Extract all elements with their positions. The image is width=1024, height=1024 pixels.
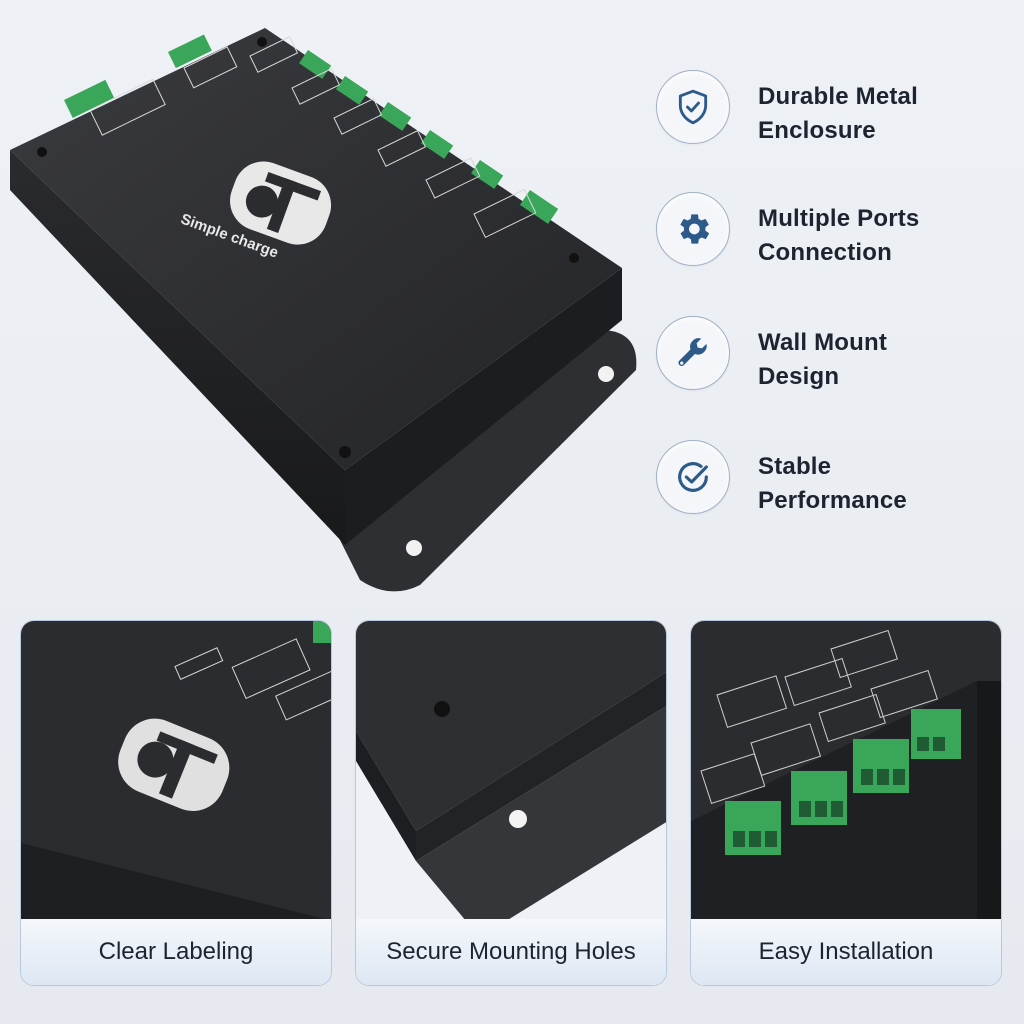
- mounting-hole: [406, 540, 422, 556]
- panel-caption: Easy Installation: [691, 919, 1001, 985]
- enclosure-illustration: Simple charge: [10, 28, 637, 592]
- feature-title-line: Connection: [758, 239, 892, 266]
- mounting-flange: [330, 330, 637, 592]
- feature-title-line: Design: [758, 363, 840, 390]
- brand-logo: [118, 718, 230, 812]
- check-circle-icon: [656, 440, 730, 514]
- shield-check-icon: [656, 70, 730, 144]
- panel-caption: Secure Mounting Holes: [356, 919, 666, 985]
- feature-title-line: Performance: [758, 487, 907, 514]
- printed-port-labels: [89, 36, 537, 239]
- wrench-icon: [656, 316, 730, 390]
- feature-title-line: Enclosure: [758, 117, 876, 144]
- feature-title-line: Wall Mount: [758, 329, 888, 356]
- green-terminal-blocks: [725, 709, 961, 855]
- feature-title-line: Durable Metal: [758, 83, 918, 110]
- closeup-labeling-image: [21, 621, 331, 921]
- panel-easy-installation: Easy Installation: [690, 620, 1002, 986]
- gear-icon: [656, 192, 730, 266]
- mounting-hole: [598, 366, 614, 382]
- green-terminal-blocks: [64, 34, 559, 224]
- enclosure-right-side: [345, 268, 622, 545]
- feature-title-line: Stable: [758, 453, 832, 480]
- panel-caption: Clear Labeling: [21, 919, 331, 985]
- hero-product-image: Simple charge: [0, 0, 650, 600]
- enclosure-front-side: [10, 150, 345, 545]
- panel-clear-labeling: Clear Labeling: [20, 620, 332, 986]
- enclosure-top-face: [10, 28, 622, 470]
- closeup-terminals-image: [691, 621, 1001, 921]
- panel-secure-mounting-holes: Secure Mounting Holes: [355, 620, 667, 986]
- feature-title-line: Multiple Ports: [758, 205, 920, 232]
- closeup-mounting-image: [356, 621, 666, 921]
